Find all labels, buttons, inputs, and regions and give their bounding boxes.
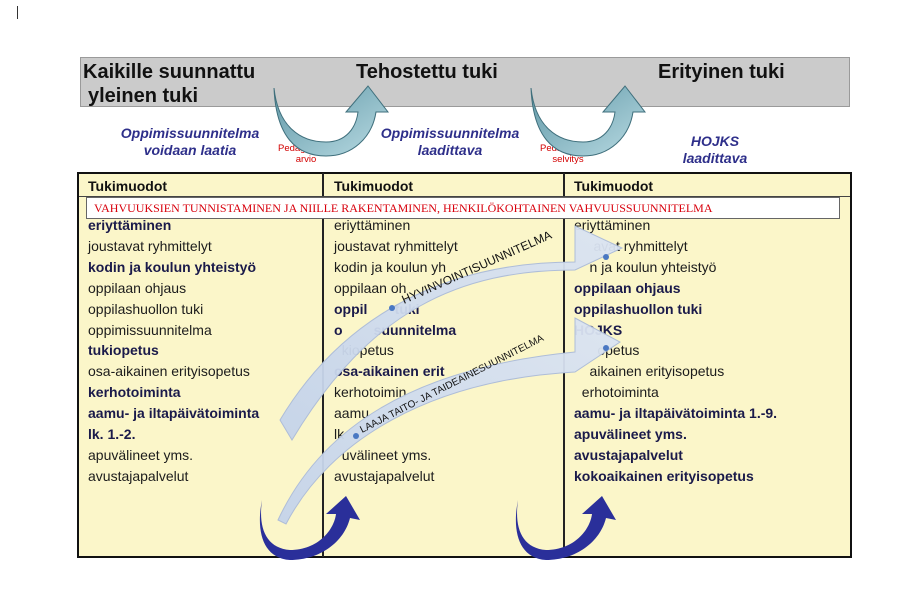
subtitle-special-line1: HOJKS: [690, 133, 740, 149]
wellbeing-arrow-start-dot: [389, 305, 395, 311]
support-form-item: kodin ja koulun yh: [334, 258, 447, 275]
column-heading-general: Tukimuodot: [88, 178, 168, 194]
support-forms-table: [77, 172, 852, 558]
transition-statement-line2: selvitys: [552, 154, 584, 165]
support-form-item: apuvälineet yms.: [574, 426, 687, 443]
arts-skills-plan-arrow: [277, 317, 621, 525]
support-form-item: oppilaan ohjaus: [574, 279, 681, 296]
support-form-item: eriyttäminen: [88, 217, 172, 233]
support-form-item: oppilaan oh: [334, 279, 407, 296]
support-form-item: osa-aikainen erit: [334, 363, 445, 380]
support-form-item: n ja koulun yhteistyö: [574, 258, 717, 275]
support-form-item: apuvälineet yms.: [88, 446, 194, 463]
intensified-support-list: eriyttäminen joustavat ryhmittelyt kodin j…: [334, 215, 569, 487]
subtitle-intensified-line2: laadittava: [417, 142, 483, 158]
arts-arrow-end-dot: [603, 345, 609, 351]
heading-underline: [79, 196, 850, 197]
level-general-support-line2: yleinen tuki: [88, 85, 199, 107]
subtitle-general-line1: Oppimissuunnitelma: [120, 125, 260, 141]
subtitle-general-plan: Oppimissuunnitelma voidaan laatia: [95, 125, 285, 159]
column-heading-special: Tukimuodot: [574, 178, 654, 194]
support-form-item: kerhotoiminta: [88, 384, 181, 401]
arts-arrow-start-dot: [353, 433, 359, 439]
support-form-item: oppilashuollon tuki: [88, 300, 204, 317]
subtitle-special-plan: HOJKS laadittava: [640, 133, 790, 167]
strengths-banner: VAHVUUKSIEN TUNNISTAMINEN JA NIILLE RAKE…: [86, 197, 840, 219]
subtitle-intensified-plan: Oppimissuunnitelma laadittava: [355, 125, 545, 159]
level-special-support: Erityinen tuki: [658, 61, 785, 83]
support-form-item: aamu- ja iltapäivätoiminta 1.-9.: [574, 405, 778, 422]
arts-skills-plan-label: LAAJA TAITO- JA TAIDEAINESUUNNITELMA: [358, 333, 546, 436]
column-heading-intensified: Tukimuodot: [334, 178, 414, 194]
support-form-item: joustavat ryhmittelyt: [88, 237, 212, 254]
support-form-item: oppilashuollon tuki: [574, 300, 703, 317]
transition-assessment-line2: arvio: [295, 154, 317, 165]
support-form-item: avustajapalvelut: [88, 467, 189, 484]
support-form-item: avustajapalvelut: [574, 446, 683, 463]
transition-arrow-assessment: [273, 85, 390, 157]
loop-arrow-special: [515, 496, 616, 560]
level-general-support-line1: Kaikille suunnattu: [83, 61, 256, 83]
support-form-item: kerhotoimin: [334, 384, 407, 401]
support-form-item: oppimissuunnitelma: [88, 321, 212, 338]
support-form-item: aamu- ja iltapäivätoiminta: [88, 405, 260, 422]
support-form-item: avustajapalvelut: [334, 467, 435, 484]
support-form-item: tukiopetus: [88, 342, 159, 359]
support-form-item: kokoaikainen erityisopetus: [574, 467, 754, 484]
support-form-item: kodin ja koulun yhteistyö: [88, 258, 257, 275]
support-form-item: erhotoiminta: [574, 384, 659, 401]
support-form-item: aamu: [334, 405, 370, 422]
support-form-item: o suunnitelma: [334, 321, 457, 338]
support-form-item: aikainen erityisopetus: [574, 363, 725, 380]
loop-arrow-general: [259, 496, 360, 560]
support-form-item: uvälineet yms.: [334, 446, 432, 463]
general-support-list: eriyttäminen joustavat ryhmittelyt kodin j…: [88, 215, 323, 487]
transition-arrow-statement: [530, 85, 647, 157]
wellbeing-arrow-end-dot: [603, 254, 609, 260]
support-form-item: eriyttäminen: [334, 217, 411, 233]
support-form-item: osa-aikainen erityisopetus: [88, 363, 250, 380]
subtitle-intensified-line1: Oppimissuunnitelma: [380, 125, 520, 141]
support-levels-band: [80, 57, 850, 107]
wellbeing-plan-arrow: [279, 225, 624, 441]
text-cursor: [17, 6, 18, 19]
support-form-item: eriyttäminen: [574, 217, 651, 233]
support-form-item: oppilaan ohjaus: [88, 279, 187, 296]
support-form-item: lk: [334, 426, 345, 443]
level-intensified-support: Tehostettu tuki: [356, 61, 498, 83]
subtitle-special-line2: laadittava: [682, 150, 748, 166]
support-form-item: lk. 1.-2.: [88, 426, 136, 443]
support-form-item: joustavat ryhmittelyt: [334, 237, 458, 254]
subtitle-general-line2: voidaan laatia: [143, 142, 237, 158]
